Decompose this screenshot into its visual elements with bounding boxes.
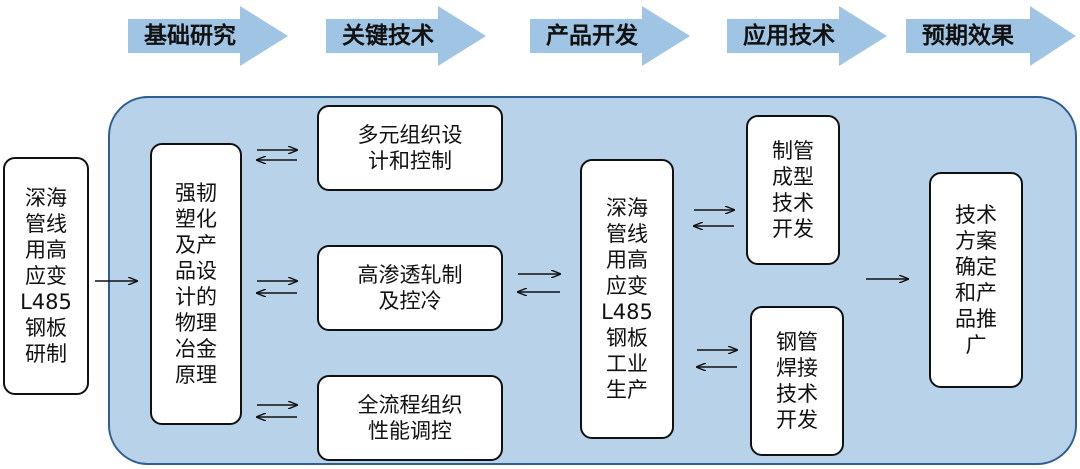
node-tech-full-process: 全流程组织 性能调控 — [317, 375, 503, 461]
stage-arrow-product-development: 产品开发 — [530, 6, 692, 66]
bidir-arrow-high-permeability-production — [518, 274, 560, 292]
node-result: 技术 方案 确定 和产 品推 广 — [929, 172, 1023, 388]
bidir-arrow-principle-multi-structure — [257, 150, 297, 160]
node-app-pipe-forming: 制管 成型 技术 开发 — [746, 115, 840, 265]
stage-arrow-key-technology: 关键技术 — [326, 6, 488, 66]
node-principle: 强韧 塑化 及产 品设 计的 物理 冶金 原理 — [150, 143, 242, 425]
bidir-arrow-principle-full-process — [257, 405, 297, 417]
node-tech-full-process-text: 全流程组织 性能调控 — [357, 393, 463, 443]
stage-arrow-shape — [530, 6, 690, 66]
stage-arrow-shape — [727, 6, 887, 66]
stage-arrow-basic-research: 基础研究 — [128, 6, 290, 66]
stage-label: 应用技术 — [743, 23, 835, 49]
node-app-pipe-welding: 钢管 焊接 技术 开发 — [750, 306, 844, 456]
stage-label: 关键技术 — [342, 23, 434, 49]
stage-label: 预期效果 — [922, 23, 1014, 49]
stage-arrow-shape — [326, 6, 486, 66]
stage-arrow-expected-effect: 预期效果 — [906, 6, 1078, 66]
node-tech-multi-structure: 多元组织设 计和控制 — [317, 105, 503, 191]
node-tech-high-permeability-text: 高渗透轧制 及控冷 — [357, 263, 463, 313]
stage-arrow-shape — [906, 6, 1076, 66]
bidir-arrow-production-pipe-welding — [697, 350, 737, 367]
node-origin: 深海 管线 用高 应变 L485 钢板 研制 — [3, 157, 89, 395]
node-origin-text: 深海 管线 用高 应变 L485 钢板 研制 — [20, 186, 72, 366]
stage-label: 产品开发 — [546, 23, 638, 49]
node-app-pipe-forming-text: 制管 成型 技术 开发 — [772, 139, 814, 241]
node-production-text: 深海 管线 用高 应变 L485 钢板 工业 生产 — [601, 196, 653, 402]
node-tech-high-permeability: 高渗透轧制 及控冷 — [317, 245, 503, 331]
node-app-pipe-welding-text: 钢管 焊接 技术 开发 — [776, 330, 818, 432]
node-result-text: 技术 方案 确定 和产 品推 广 — [955, 203, 997, 357]
node-principle-text: 强韧 塑化 及产 品设 计的 物理 冶金 原理 — [175, 181, 217, 387]
stage-label: 基础研究 — [144, 23, 236, 49]
bidir-arrow-production-pipe-forming — [694, 210, 734, 226]
stage-arrow-application-technology: 应用技术 — [727, 6, 889, 66]
bidir-arrow-principle-high-permeability — [257, 281, 297, 293]
node-tech-multi-structure-text: 多元组织设 计和控制 — [357, 123, 463, 173]
node-production: 深海 管线 用高 应变 L485 钢板 工业 生产 — [580, 159, 674, 439]
stage-arrow-shape — [128, 6, 288, 66]
